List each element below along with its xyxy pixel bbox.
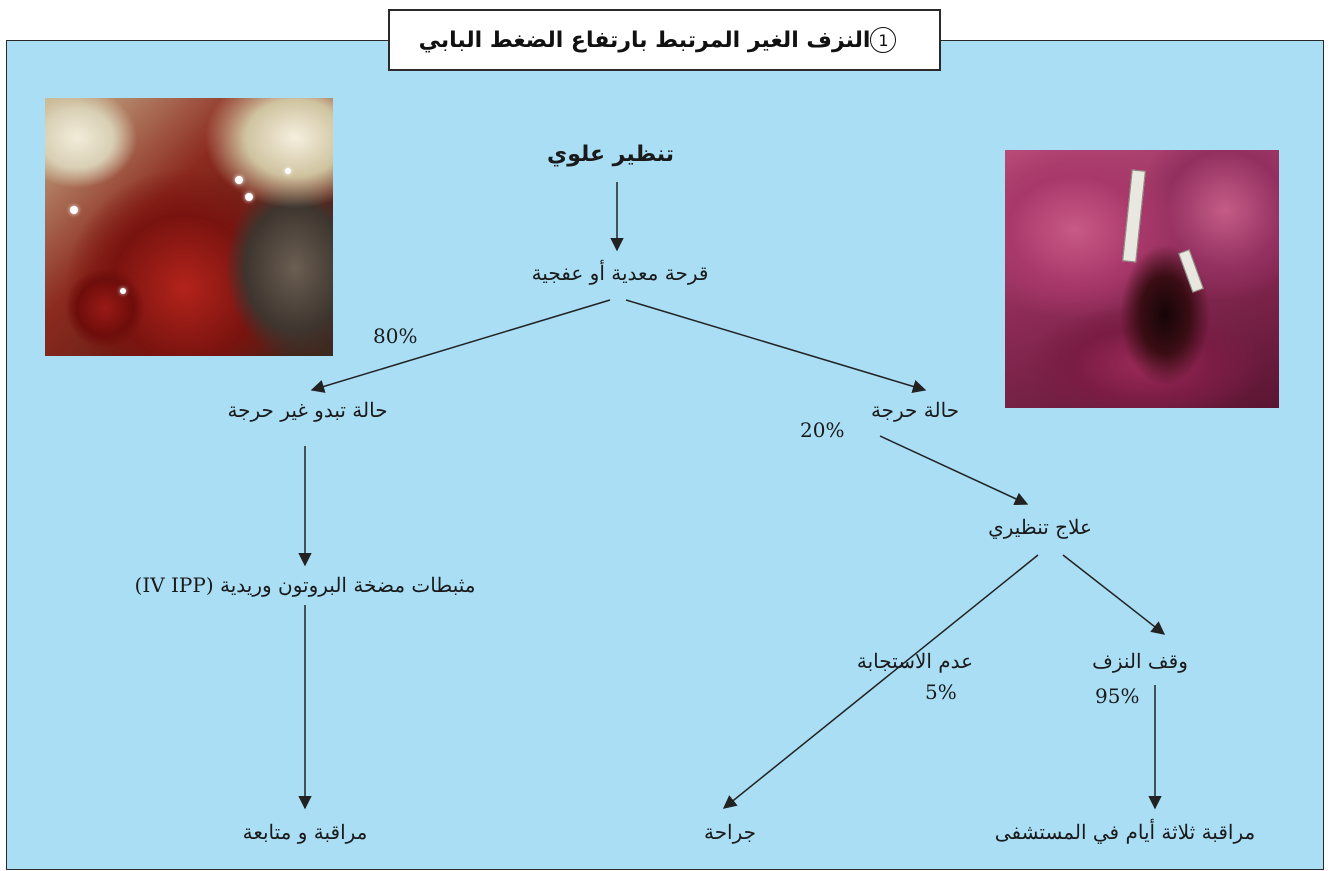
node-hospital-observation: مراقبة ثلاثة أيام في المستشفى [994, 820, 1256, 844]
node-non-severe: حالة تبدو غير حرجة [227, 398, 388, 422]
diagram-title: النزف الغير المرتبط بارتفاع الضغط البابي [418, 27, 871, 53]
node-upper-endoscopy: تنظير علوي [547, 142, 674, 167]
title-number-circle: 1 [870, 27, 897, 53]
pct-no-response: 5% [925, 680, 957, 704]
node-bleeding-stopped: وقف النزف [1092, 649, 1188, 673]
pct-severe: 20% [800, 418, 845, 442]
node-no-response: عدم الاستجابة [856, 649, 974, 673]
node-ppi-iv: مثبطات مضخة البروتون وريدية (IV IPP) [134, 573, 476, 597]
node-ulcer: قرحة معدية أو عفجية [531, 261, 709, 285]
node-monitoring-followup: مراقبة و متابعة [242, 820, 368, 844]
title-box: 1 النزف الغير المرتبط بارتفاع الضغط البا… [388, 9, 941, 71]
pct-bleeding-stopped: 95% [1095, 684, 1140, 708]
highlight-spot [235, 176, 243, 184]
highlight-spot [285, 168, 291, 174]
node-surgery: جراحة [703, 820, 757, 844]
arrow-ulcer-to-non-severe [310, 299, 611, 393]
highlight-spot [120, 288, 126, 294]
node-severe: حالة حرجة [870, 398, 960, 422]
endoscopy-clipped-ulcer-image [1005, 150, 1279, 408]
arrow-ulcer-to-severe [625, 299, 927, 393]
node-endoscopic-treatment: علاج تنظيري [988, 515, 1092, 539]
endoscopy-bleeding-ulcer-image [45, 98, 333, 356]
highlight-spot [245, 193, 253, 201]
arrow-severe-to-endoscopic [879, 435, 1029, 506]
arrow-endoscopic-to-surgery [722, 554, 1039, 809]
pct-non-severe: 80% [373, 324, 418, 348]
highlight-spot [70, 206, 78, 214]
arrow-endoscopic-to-stopped [1062, 554, 1166, 635]
